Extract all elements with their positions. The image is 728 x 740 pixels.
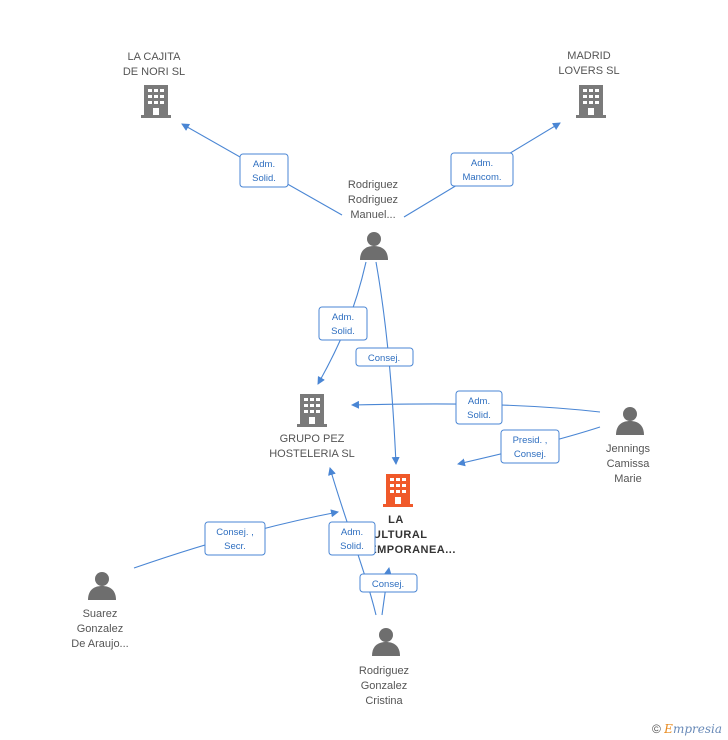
building-icon bbox=[383, 474, 413, 507]
person-name-line: Gonzalez bbox=[361, 680, 407, 692]
brand-logo-initial: E bbox=[664, 722, 673, 736]
tag-adm-solid-grupo[interactable]: Adm. Solid. bbox=[318, 306, 368, 341]
company-name-line: GRUPO PEZ bbox=[280, 433, 345, 445]
svg-text:Solid.: Solid. bbox=[340, 541, 364, 552]
person-name-line: Rodriguez bbox=[348, 179, 398, 191]
svg-text:Consej.: Consej. bbox=[368, 353, 400, 364]
building-icon bbox=[576, 85, 606, 118]
person-name-line: Marie bbox=[614, 473, 642, 485]
person-name-line: Rodriguez bbox=[359, 665, 409, 677]
person-rodriguez-manuel[interactable]: Rodriguez Rodriguez Manuel... bbox=[348, 179, 398, 260]
person-icon bbox=[616, 407, 644, 435]
company-name-line: CULTURAL bbox=[364, 529, 427, 541]
company-madrid-lovers[interactable]: MADRID LOVERS SL bbox=[558, 50, 620, 118]
person-rodriguez-cristina[interactable]: Rodriguez Gonzalez Cristina bbox=[359, 628, 409, 707]
tag-consej-secr-suarez[interactable]: Consej. , Secr. bbox=[204, 521, 266, 556]
person-name-line: Jennings bbox=[606, 443, 651, 455]
svg-text:Adm.: Adm. bbox=[341, 527, 363, 538]
svg-text:Consej. ,: Consej. , bbox=[216, 527, 254, 538]
person-icon bbox=[360, 232, 388, 260]
tag-consej-cultural[interactable]: Consej. bbox=[355, 347, 414, 367]
person-name-line: Cristina bbox=[365, 695, 403, 707]
tag-adm-solid-cristina-grupo[interactable]: Adm. Solid. bbox=[328, 521, 376, 556]
company-name-line: DE NORI SL bbox=[123, 66, 185, 78]
svg-text:Solid.: Solid. bbox=[331, 326, 355, 337]
person-name-line: Camissa bbox=[607, 458, 651, 470]
person-name-line: Rodriguez bbox=[348, 194, 398, 206]
company-name-line: HOSTELERIA SL bbox=[269, 448, 355, 460]
person-name-line: Suarez bbox=[83, 608, 118, 620]
svg-text:Mancom.: Mancom. bbox=[462, 172, 501, 183]
tag-presid-consej-jennings[interactable]: Presid. , Consej. bbox=[500, 429, 560, 464]
svg-text:Solid.: Solid. bbox=[252, 173, 276, 184]
svg-text:Solid.: Solid. bbox=[467, 410, 491, 421]
copyright-icon: © bbox=[651, 722, 661, 736]
tag-adm-solid-jennings-grupo[interactable]: Adm. Solid. bbox=[455, 390, 503, 425]
person-icon bbox=[372, 628, 400, 656]
company-name-line: LOVERS SL bbox=[558, 65, 619, 77]
person-name-line: Manuel... bbox=[350, 209, 395, 221]
person-name-line: De Araujo... bbox=[71, 638, 128, 650]
svg-text:Adm.: Adm. bbox=[253, 159, 275, 170]
tag-adm-mancom-madrid[interactable]: Adm. Mancom. bbox=[450, 152, 514, 187]
person-icon bbox=[88, 572, 116, 600]
tag-consej-cristina-cultural[interactable]: Consej. bbox=[359, 573, 418, 593]
company-name-line: MADRID bbox=[567, 50, 610, 62]
company-name-line: LA bbox=[388, 514, 404, 526]
person-jennings[interactable]: Jennings Camissa Marie bbox=[606, 407, 651, 485]
tag-adm-solid-cajita[interactable]: Adm. Solid. bbox=[239, 153, 289, 188]
svg-text:Adm.: Adm. bbox=[332, 312, 354, 323]
svg-text:Adm.: Adm. bbox=[468, 396, 490, 407]
person-suarez[interactable]: Suarez Gonzalez De Araujo... bbox=[71, 572, 129, 650]
company-la-cajita[interactable]: LA CAJITA DE NORI SL bbox=[123, 51, 185, 118]
building-icon bbox=[297, 394, 327, 427]
company-name-line: LA CAJITA bbox=[128, 51, 182, 63]
svg-text:Consej.: Consej. bbox=[372, 579, 404, 590]
brand-logo-text: mpresia bbox=[672, 722, 722, 736]
building-icon bbox=[141, 85, 171, 118]
copyright-footer: © Empresia bbox=[652, 722, 722, 736]
svg-text:Secr.: Secr. bbox=[224, 541, 246, 552]
person-name-line: Gonzalez bbox=[77, 623, 123, 635]
svg-text:Presid. ,: Presid. , bbox=[513, 435, 548, 446]
svg-text:Adm.: Adm. bbox=[471, 158, 493, 169]
svg-text:Consej.: Consej. bbox=[514, 449, 546, 460]
company-grupo-pez[interactable]: GRUPO PEZ HOSTELERIA SL bbox=[269, 394, 355, 460]
